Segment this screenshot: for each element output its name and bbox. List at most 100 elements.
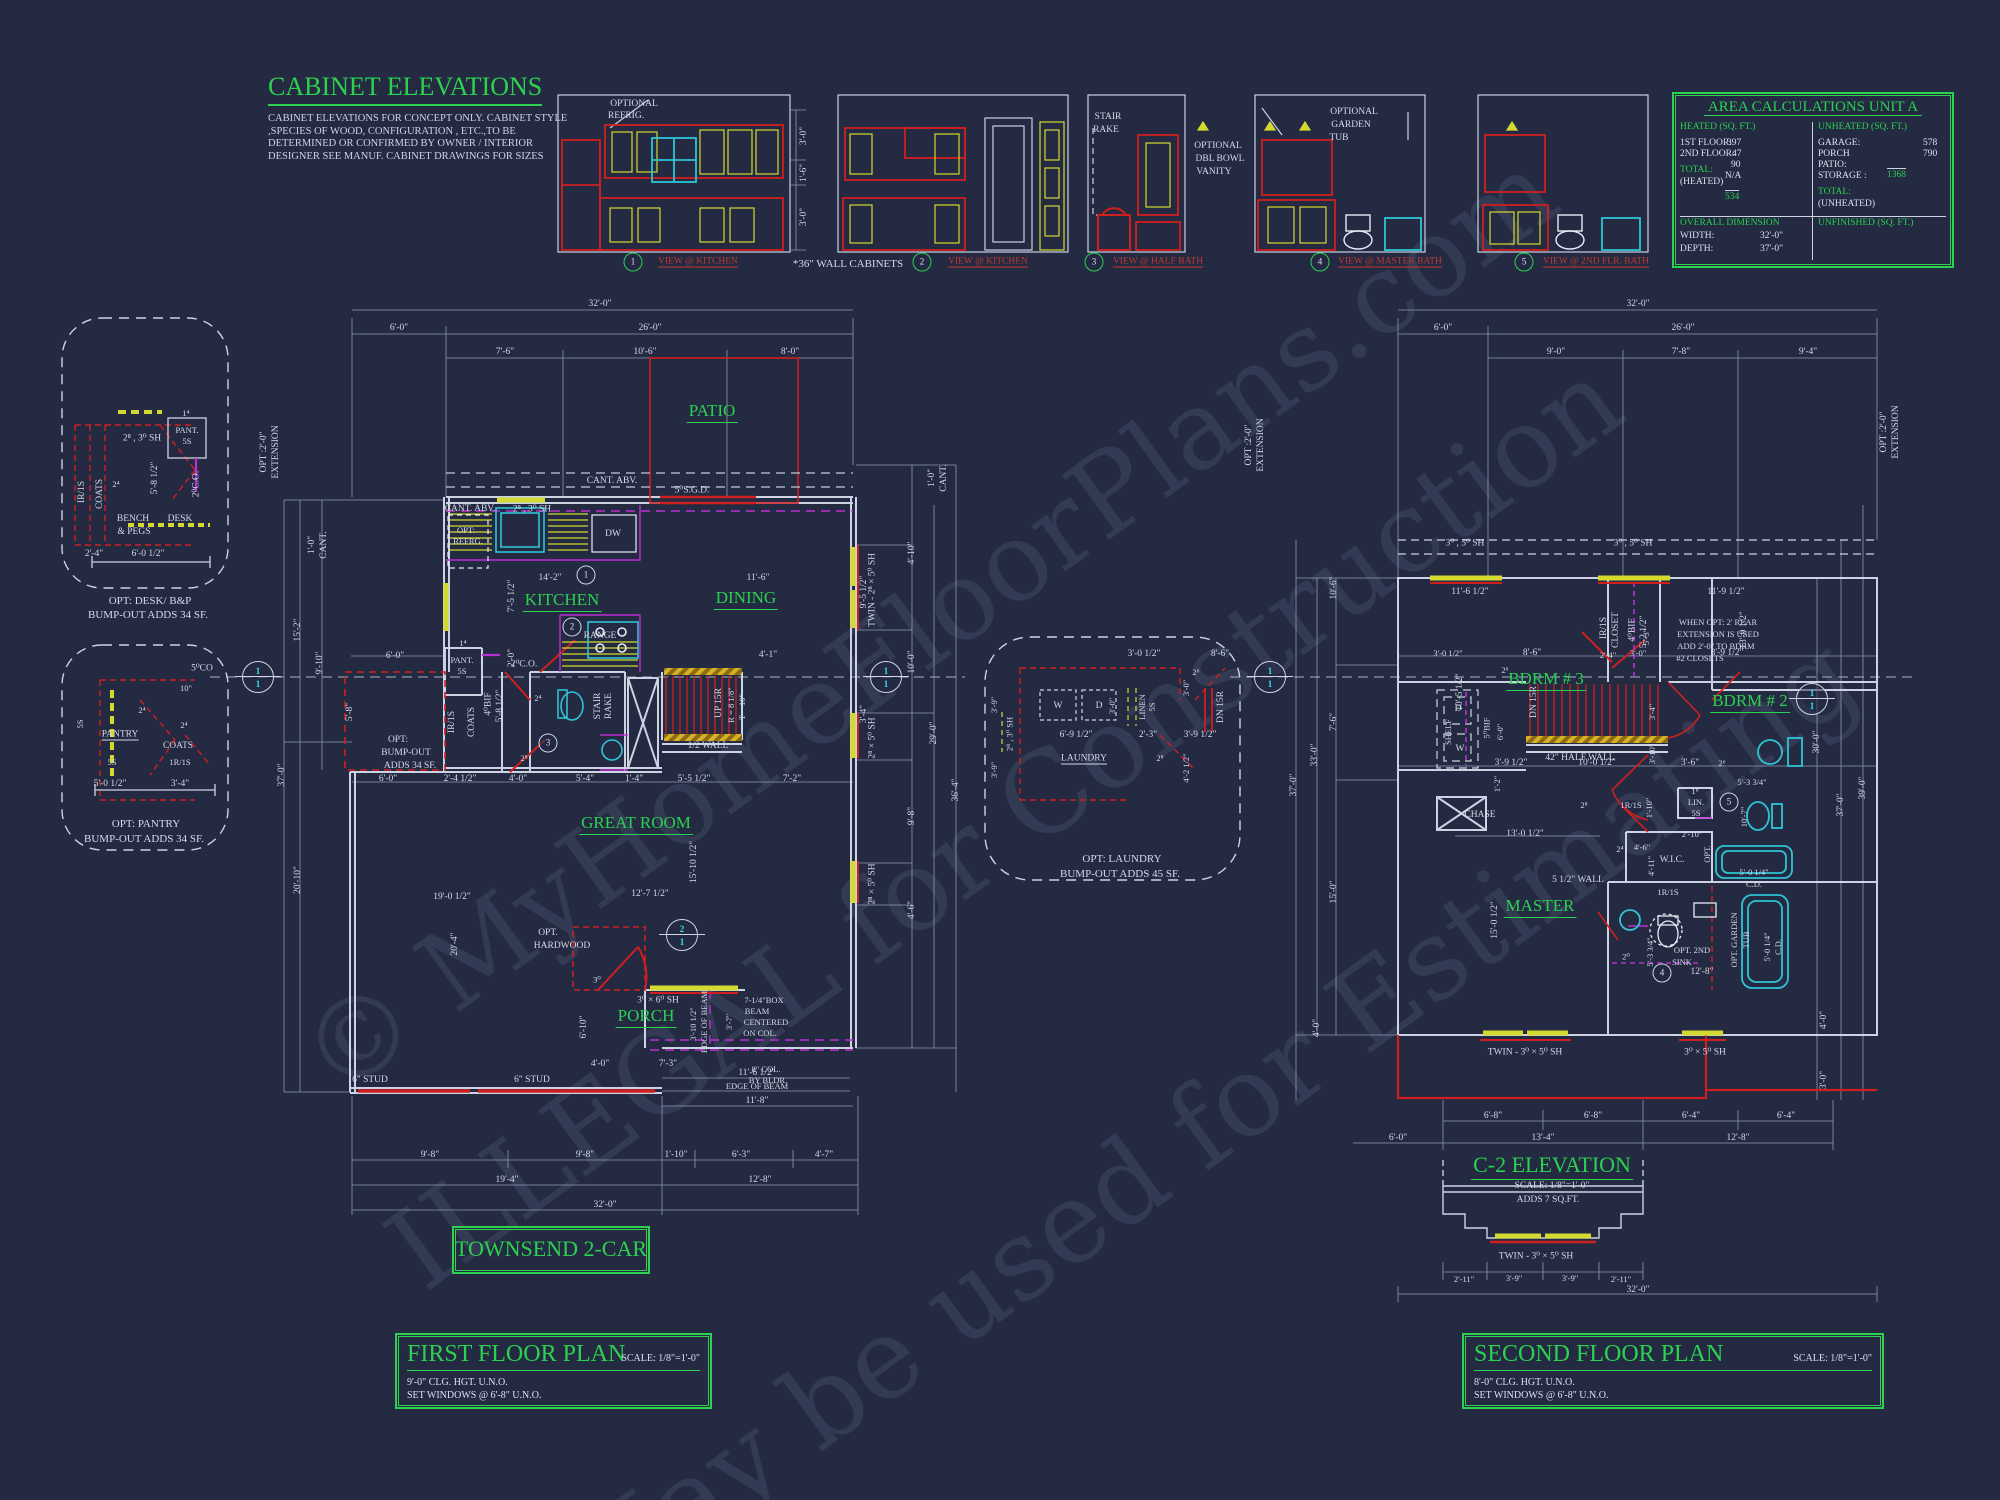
stud-label: 6" STUD	[514, 1075, 550, 1085]
bench-label: & PEGS	[117, 527, 151, 537]
window-label: 3⁰ × 6⁰ SH	[637, 995, 679, 1006]
dim: OPT :2'-0"	[259, 431, 269, 473]
box-beam-note: 7-1/4"BOX	[744, 995, 784, 1005]
pantry-label: 5S	[182, 436, 192, 446]
door-size: 2⁶	[1718, 758, 1726, 768]
dim: 30'-0"	[1812, 730, 1822, 754]
room-label-bdrm2: BDRM # 2	[1710, 691, 1790, 713]
dim: 3'-10 1/2"	[688, 1007, 698, 1041]
dim: 3'-4"	[170, 779, 190, 789]
plan-marker: 2	[562, 617, 582, 637]
bifold-label: 4⁰BIF	[483, 692, 494, 716]
door-size: 2⁶	[1192, 667, 1200, 677]
door-size: 2⁴	[1616, 844, 1624, 854]
heated-header: HEATED (SQ. FT.)	[1680, 122, 1756, 132]
dim: EXTENSION	[1256, 418, 1266, 472]
dim: 37'-0"	[1836, 793, 1846, 817]
c2-scale: SCALE: 1/8"=1'-0"	[1514, 1181, 1590, 1191]
door-label: 5⁰S.G.D.	[674, 485, 710, 496]
edge-of-beam-label: EDGE OF BEAM	[699, 990, 709, 1054]
dim: 1'-0"	[307, 535, 317, 555]
dim: 7'-6"	[1329, 712, 1339, 732]
dim: 3'-4"	[859, 704, 869, 724]
dim: 3'-4"	[1647, 703, 1657, 721]
dim: 7'-3"	[658, 1059, 678, 1069]
coats-label: COATS	[95, 478, 105, 510]
stair-label: T = 10"	[737, 693, 747, 721]
extension-note: WHEN OPT: 2' REAR	[1678, 617, 1758, 627]
dim: 19'-4"	[495, 1175, 519, 1185]
dim: 2'-11"	[1610, 1274, 1632, 1284]
garden-tub-label: OPT. GARDEN	[1729, 912, 1739, 968]
width-label: WIDTH:	[1680, 231, 1715, 241]
dim: 9'-10"	[315, 651, 325, 675]
extension-note: ADD 2'-0" TO BDRM	[1677, 641, 1755, 651]
dim: 5'-5 1/2"	[677, 774, 711, 784]
stair-rake-callout: STAIR	[1094, 112, 1122, 122]
row-label: PATIO:	[1818, 160, 1847, 170]
width-value: 32'-0"	[1760, 231, 1784, 241]
closet-label: 1R/1S	[1657, 887, 1679, 897]
dim: 6'-0"	[378, 774, 398, 784]
townsend-label-box: TOWNSEND 2-CAR	[452, 1226, 650, 1274]
dim: 7'-8"	[1671, 347, 1691, 357]
depth-label: DEPTH:	[1680, 244, 1714, 254]
garden-tub-callout: TUB	[1329, 133, 1349, 143]
shelf-label: 5S	[107, 757, 117, 767]
option-caption: BUMP-OUT ADDS 34 SF.	[84, 833, 204, 845]
row-label: PORCH	[1818, 149, 1850, 159]
pantry-label: PANT.	[175, 425, 199, 435]
dim: 3'-0"	[1629, 648, 1647, 658]
option-caption: OPT: DESK/ B&P	[108, 595, 192, 607]
second-floor-plan-title: SECOND FLOOR PLAN	[1474, 1341, 1724, 1367]
room-label-master: MASTER	[1503, 896, 1577, 918]
refrig-callout: REFRIG.	[607, 111, 645, 121]
bumpout-note: OPT:	[387, 735, 409, 745]
window-label: 2⁸ × 5⁰ SH	[867, 863, 878, 905]
edge-of-beam-label: EDGE OF BEAM	[725, 1081, 789, 1091]
dim: 3'-0"	[1107, 697, 1117, 715]
total-heated-label2: (HEATED)	[1680, 177, 1724, 187]
dim: 32'-0"	[593, 1200, 617, 1210]
dim: EXTENSION	[1891, 405, 1901, 459]
dim: 10"	[180, 683, 192, 693]
row-value: 790	[1923, 149, 1938, 159]
window-note: SET WINDOWS @ 6'-8" U.N.O.	[407, 1390, 542, 1401]
dim: 4'-11"	[1646, 855, 1656, 877]
pantry-label: 5S	[457, 666, 467, 676]
clg-note: 8'-0" CLG. HGT. U.N.O.	[1474, 1377, 1575, 1388]
row-label: 2ND FLOOR:	[1680, 149, 1735, 159]
window-label: 3⁰ , 5⁰ SH	[1445, 538, 1485, 549]
dim: 6'-0"	[1433, 323, 1453, 333]
row-value: 90	[1731, 160, 1741, 170]
view-marker: 2	[912, 252, 932, 272]
door-size: 2⁴	[180, 720, 188, 730]
dim: 5'-3"	[1641, 628, 1651, 646]
garden-tub-callout: GARDEN	[1331, 120, 1371, 130]
cabinet-elevations-note: CABINET ELEVATIONS FOR CONCEPT ONLY. CAB…	[268, 113, 568, 162]
dim: 7'-6"	[495, 347, 515, 357]
dim: 29'-0"	[929, 721, 939, 745]
window-label: 2⁸ , 3⁰ SH	[1004, 716, 1015, 752]
washer-label: W	[1455, 744, 1465, 754]
dim: 1'-10"	[664, 1150, 688, 1160]
first-floor-title-block: FIRST FLOOR PLAN SCALE: 1/8"=1'-0" 9'-0"…	[395, 1333, 712, 1409]
box-beam-note: CENTERED	[743, 1017, 789, 1027]
dim: 9'-8"	[575, 1150, 595, 1160]
dim: 6'-3"	[731, 1150, 751, 1160]
view-marker: 1	[623, 252, 643, 272]
cab-dim: 1'-6"	[799, 163, 809, 183]
scale-note: SCALE: 1/8"=1'-0"	[621, 1353, 700, 1364]
chase-label: CHASE	[1464, 810, 1496, 820]
dim: 3'-0 1/2"	[1433, 648, 1463, 658]
view-marker: 3	[1084, 252, 1104, 272]
dim: 12'-8"	[1726, 1133, 1750, 1143]
plan-marker: 5	[1719, 792, 1739, 812]
window-label: 2⁸ , 3⁰ SH	[122, 433, 162, 444]
opt-hardwood: OPT.	[538, 928, 558, 938]
room-label-kitchen: KITCHEN	[522, 590, 602, 612]
